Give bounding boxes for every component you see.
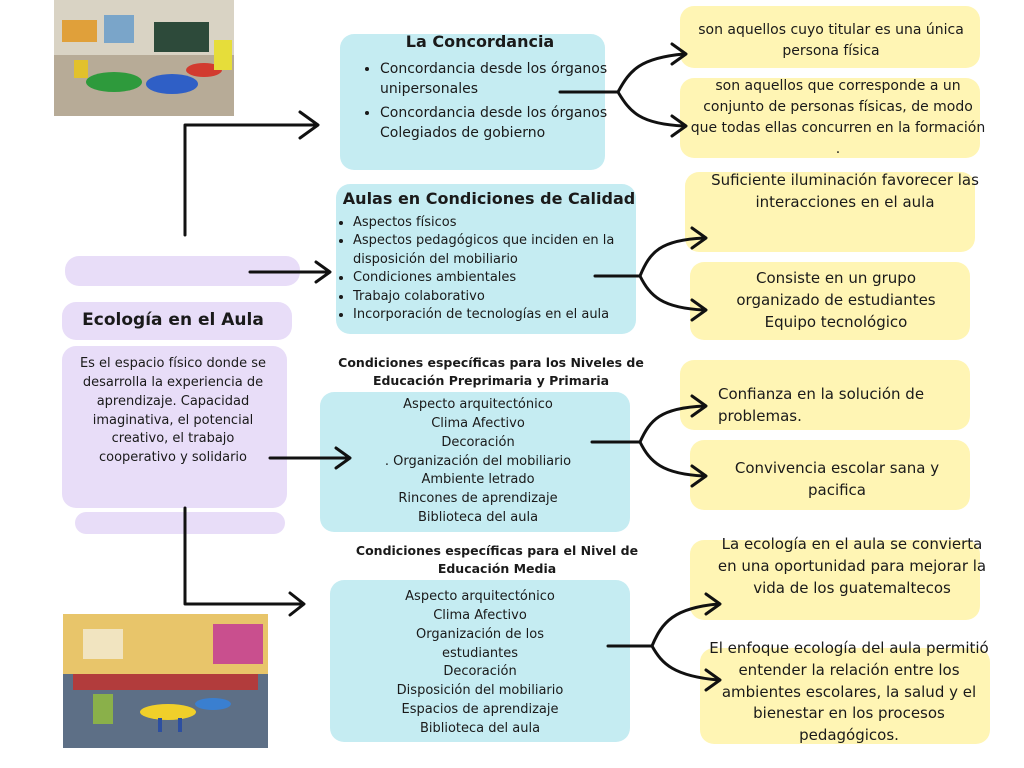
list-item: Aspecto arquitectónico — [403, 397, 553, 412]
classroom-photo-bottom — [63, 614, 268, 748]
list-item: Clima Afectivo — [433, 607, 527, 623]
concordancia-note-1: son aquellos cuyo titular es una única p… — [698, 22, 964, 59]
list-item: Biblioteca del aula — [417, 510, 539, 526]
aulas-note1-bg — [685, 172, 975, 252]
main-bg-3 — [62, 346, 287, 508]
list-item: Ambiente letrado — [421, 472, 535, 488]
concordancia-title: La Concordancia — [405, 32, 555, 51]
list-item: Trabajo colaborativo — [353, 288, 653, 306]
preprimaria-bg — [320, 392, 630, 532]
media-note-2: El enfoque ecología del aula permitió en… — [709, 639, 989, 744]
media-bg — [330, 580, 630, 742]
media-note-1: La ecología en el aula se convierta en u… — [717, 535, 987, 597]
concordancia-note-2: son aquellos que corresponde a un conjun… — [690, 78, 986, 157]
aulas-note-1: Suficiente iluminación favorecer las int… — [711, 171, 979, 211]
aulas-bg — [336, 184, 636, 334]
main-bg-4 — [75, 512, 285, 534]
list-item: Aspecto arquitectónico — [405, 589, 555, 604]
list-item: Aspectos físicos — [353, 214, 653, 232]
concordancia-note1-bg — [680, 6, 980, 68]
list-item: Clima Afectivo — [431, 415, 525, 431]
list-item: Decoración — [441, 434, 515, 450]
concordancia-bg — [340, 34, 605, 170]
list-item: Concordancia desde los órganos uniperson… — [380, 60, 640, 100]
list-item: Condiciones ambientales — [353, 269, 653, 287]
preprimaria-title: Condiciones específicas para los Niveles… — [338, 355, 644, 389]
list-item: Concordancia desde los órganos Colegiado… — [380, 104, 640, 144]
list-item: Decoración — [443, 664, 517, 680]
main-title: Ecología en el Aula — [82, 310, 264, 330]
preprimaria-note-1: Confianza en la solución de problemas. — [718, 385, 925, 425]
media-title: Condiciones específicas para el Nivel de… — [355, 543, 639, 577]
preprimaria-note2-bg — [690, 440, 970, 510]
concordancia-list: Concordancia desde los órganos uniperson… — [362, 60, 640, 144]
media-note1-bg — [690, 540, 980, 620]
media-note2-bg — [700, 648, 990, 744]
list-item: Disposición del mobiliario — [396, 683, 564, 699]
list-item: Aspectos pedagógicos que inciden en la d… — [353, 232, 653, 269]
concordancia-note2-bg — [680, 78, 980, 158]
aulas-note-2: Consiste en un grupo organizado de estud… — [736, 269, 936, 331]
aulas-note2-bg — [690, 262, 970, 340]
list-item: Biblioteca del aula — [419, 720, 541, 736]
main-description: Es el espacio físico donde se desarrolla… — [79, 356, 267, 466]
main-bg-2 — [62, 302, 292, 340]
classroom-photo-top — [54, 0, 234, 116]
preprimaria-list: Aspecto arquitectónico Clima Afectivo De… — [330, 396, 626, 528]
aulas-title: Aulas en Condiciones de Calidad — [342, 189, 636, 208]
list-item: Incorporación de tecnologías en el aula — [353, 306, 653, 324]
list-item: . Organización del mobiliario — [384, 453, 572, 469]
list-item: Organización de los estudiantes — [415, 626, 544, 661]
preprimaria-note1-bg — [680, 360, 970, 430]
aulas-list: Aspectos físicos Aspectos pedagógicos qu… — [335, 214, 653, 325]
media-list: Aspecto arquitectónico Clima Afectivo Or… — [350, 588, 610, 739]
preprimaria-note-2: Convivencia escolar sana y pacifica — [734, 459, 940, 499]
list-item: Rincones de aprendizaje — [398, 491, 558, 507]
list-item: Espacios de aprendizaje — [401, 702, 559, 718]
